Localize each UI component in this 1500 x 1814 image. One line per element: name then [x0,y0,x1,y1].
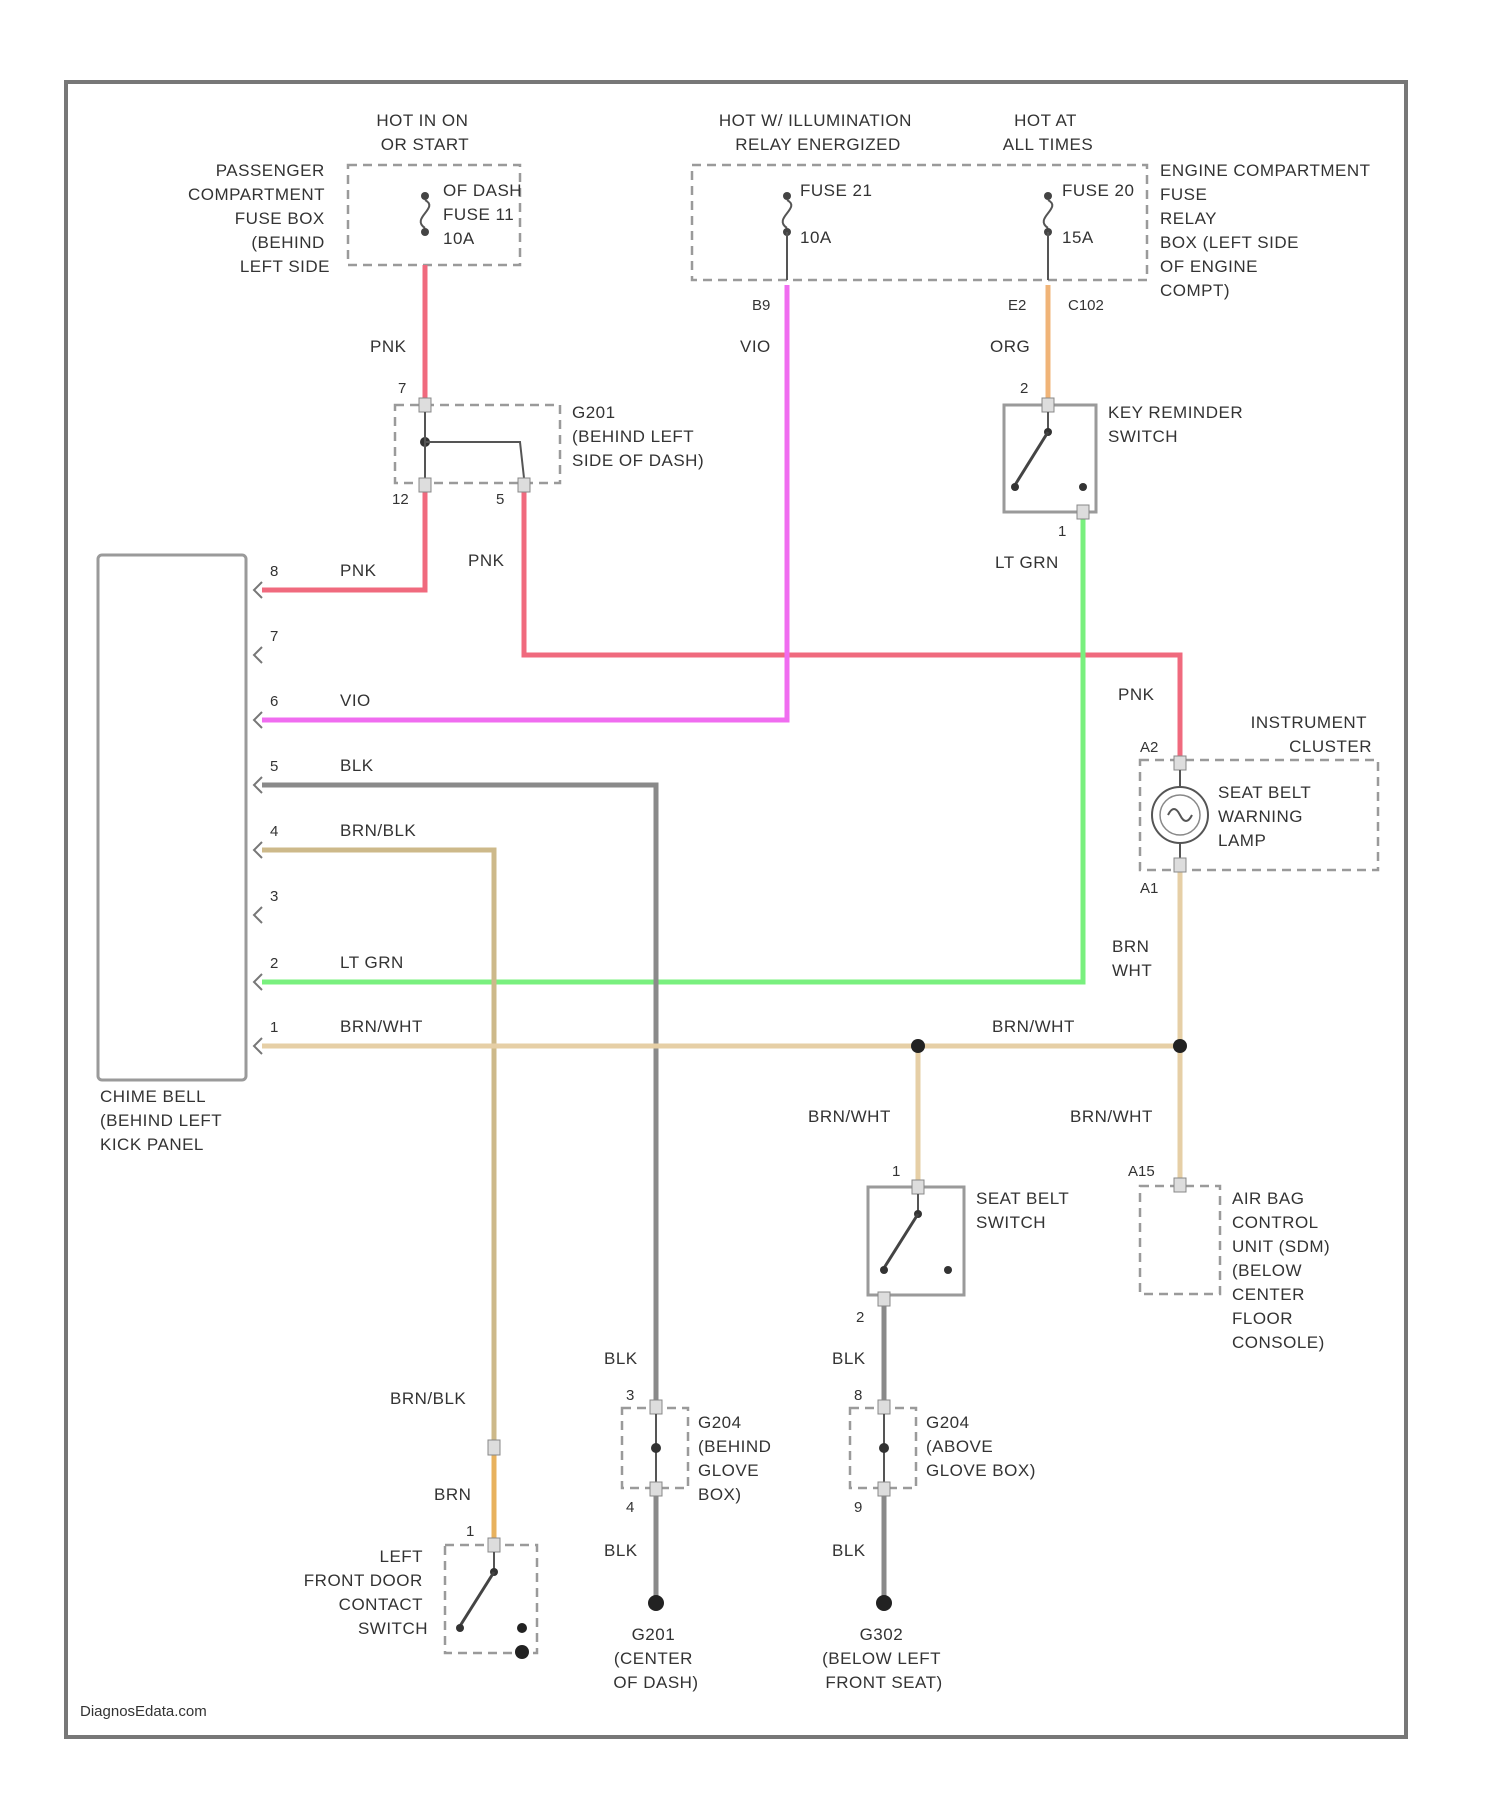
junction-dot [1173,1039,1187,1053]
wire-label-chime-vio: VIO [340,691,371,710]
fuse-21-symbol [783,192,792,280]
wire-label-org: ORG [990,337,1030,356]
key-reminder-switch-symbol [1011,398,1089,519]
key-reminder-switch-box [1004,405,1096,512]
ground-g201-dot [648,1595,664,1611]
pin-a2: A2 [1140,739,1158,756]
label-engine-fuse-box: ENGINE COMPARTMENT FUSE RELAY BOX (LEFT … [1160,161,1375,300]
seat-belt-switch-symbol [878,1180,952,1306]
junction-dot [911,1039,925,1053]
wire-label-pnk-cluster: PNK [1118,685,1155,704]
pin-seat-2: 2 [856,1309,864,1326]
label-instrument-cluster: INSTRUMENT CLUSTER [1251,713,1372,756]
pin-seat-1: 1 [892,1163,900,1180]
splice-g201-box [395,405,560,483]
seat-belt-switch-box [868,1187,964,1295]
wire-label-blk-g302: BLK [832,1541,866,1560]
wire-blk-1 [262,785,656,1400]
pin-g204-4: 4 [626,1499,634,1516]
pin-g204b-9: 9 [854,1499,862,1516]
label-ground-g201: G201 (CENTER OF DASH) [613,1625,698,1692]
label-chime-bell: CHIME BELL (BEHIND LEFT KICK PANEL [100,1087,227,1154]
brnblk-connector [488,1440,500,1455]
pin-door-1: 1 [466,1523,474,1540]
pin-a15: A15 [1128,1163,1155,1180]
wire-label-blk-seat: BLK [832,1349,866,1368]
label-fuse-11: OF DASH FUSE 11 10A [443,181,527,248]
pin-e2: E2 [1008,297,1026,314]
label-key-reminder-switch: KEY REMINDER SWITCH [1108,403,1248,446]
ground-g302-dot [876,1595,892,1611]
label-air-bag-unit: AIR BAG CONTROL UNIT (SDM) (BELOW CENTER… [1232,1189,1335,1352]
door-switch-box [445,1545,537,1653]
label-seat-belt-switch: SEAT BELT SWITCH [976,1189,1074,1232]
pin-b9: B9 [752,297,770,314]
wire-label-blk-g201: BLK [604,1541,638,1560]
wire-label-brnwht-airbag: BRN/WHT [1070,1107,1153,1126]
wire-label-chime-blk: BLK [340,756,374,775]
wire-label-brnwht-junction: BRN/WHT [992,1017,1075,1036]
pin-chime-2: 2 [270,955,278,972]
label-seat-belt-lamp: SEAT BELT WARNING LAMP [1218,783,1316,850]
label-splice-g204b: G204 (ABOVE GLOVE BOX) [926,1413,1036,1480]
wire-label-chime-pnk: PNK [340,561,377,580]
label-fuse-20: FUSE 20 15A [1062,181,1140,247]
wire-label-brnblk-door: BRN/BLK [390,1389,466,1408]
wire-label-chime-ltgrn: LT GRN [340,953,404,972]
pin-key-2: 2 [1020,380,1028,397]
fuse-20-symbol [1044,192,1053,280]
label-hot-illumination: HOT W/ ILLUMINATION RELAY ENERGIZED [719,111,917,154]
label-passenger-fuse-box: PASSENGER COMPARTMENT FUSE BOX (BEHIND L… [188,161,330,276]
pin-a1: A1 [1140,880,1158,897]
label-hot-on-start: HOT IN ON OR START [376,111,473,154]
pin-c102: C102 [1068,297,1104,314]
label-hot-all-times: HOT AT ALL TIMES [1003,111,1093,154]
pin-chime-1: 1 [270,1019,278,1036]
wire-label-brnwht-seat: BRN/WHT [808,1107,891,1126]
seat-belt-lamp-symbol [1152,756,1208,872]
label-door-switch: LEFT FRONT DOOR CONTACT SWITCH [304,1547,428,1638]
wire-label-chime-brnwht: BRN/WHT [340,1017,423,1036]
pin-chime-7: 7 [270,628,278,645]
pin-g204b-8: 8 [854,1387,862,1404]
label-fuse-21: FUSE 21 10A [800,181,878,247]
label-splice-g201: G201 (BEHIND LEFT SIDE OF DASH) [572,403,704,470]
pin-chime-5: 5 [270,758,278,775]
chime-bell-box [98,555,246,1080]
pin-chime-8: 8 [270,563,278,580]
chime-bell-pins [254,582,262,1054]
wire-label-vio-top: VIO [740,337,771,356]
wire-ltgrn [262,512,1083,982]
wire-label-pnk-top: PNK [370,337,407,356]
label-splice-g204: G204 (BEHIND GLOVE BOX) [698,1413,777,1504]
wire-label-pnk-mid: PNK [468,551,505,570]
door-switch-symbol [456,1538,529,1659]
wire-brnblk [262,850,494,1440]
fuse-11-symbol [421,192,430,236]
air-bag-unit-box [1140,1186,1220,1294]
wire-label-chime-brnblk: BRN/BLK [340,821,416,840]
wire-label-ltgrn-vert: LT GRN [995,553,1059,572]
wire-label-blk-g204: BLK [604,1349,638,1368]
pin-splice-5: 5 [496,491,504,508]
pin-splice-7: 7 [398,380,406,397]
splice-g204-symbol [650,1400,662,1496]
splice-g201-symbol [419,398,530,492]
pin-chime-6: 6 [270,693,278,710]
wire-label-brn-door: BRN [434,1485,471,1504]
pin-chime-4: 4 [270,823,278,840]
wire-label-brn-wht-stack: BRN WHT [1112,937,1155,980]
watermark: DiagnosEdata.com [80,1703,207,1720]
pin-key-1: 1 [1058,523,1066,540]
pin-splice-12: 12 [392,491,409,508]
air-bag-pin [1174,1178,1186,1192]
pin-g204-3: 3 [626,1387,634,1404]
label-ground-g302: G302 (BELOW LEFT FRONT SEAT) [822,1625,946,1692]
splice-g204b-symbol [878,1400,890,1496]
pin-chime-3: 3 [270,888,278,905]
